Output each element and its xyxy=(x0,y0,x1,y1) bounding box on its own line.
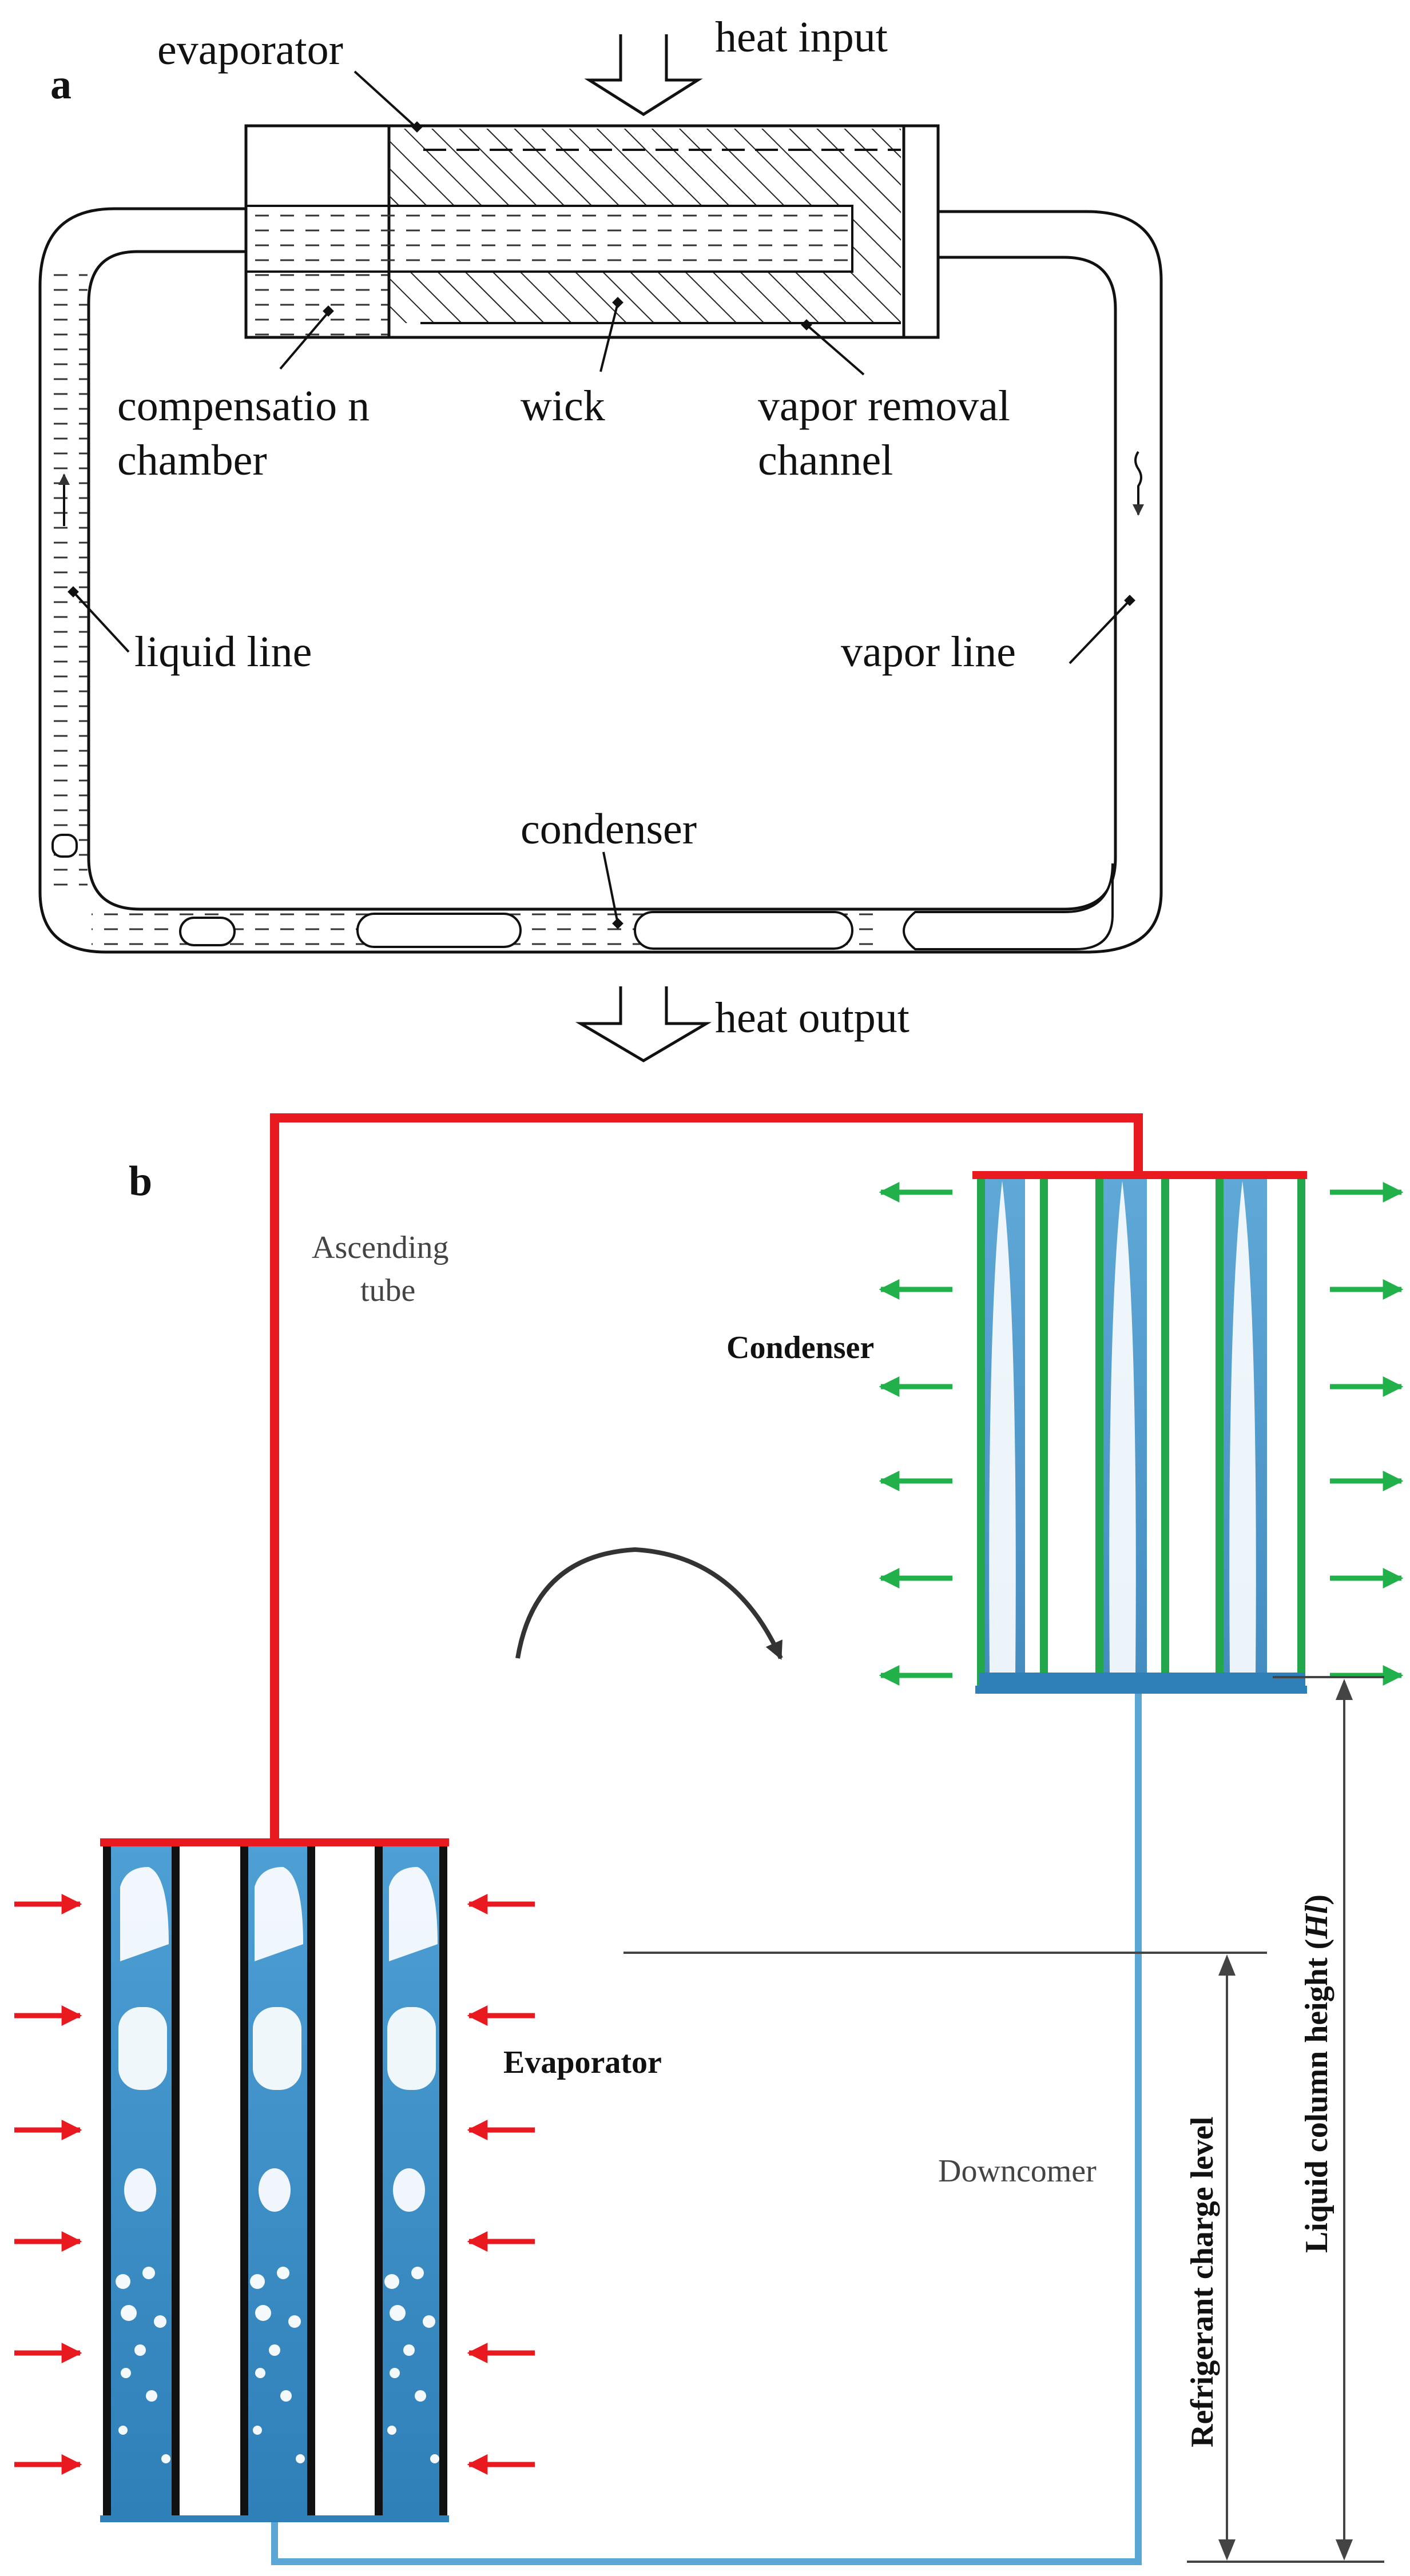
vapor-bubble-4 xyxy=(51,834,78,858)
leader-dot-vapor-line xyxy=(1124,595,1135,606)
liquid-column-symbol: Hl xyxy=(1299,1905,1334,1940)
downcomer-tube xyxy=(271,1693,1142,2565)
loop-inner-wall xyxy=(87,250,1117,911)
leader-evaporator xyxy=(354,70,419,130)
condenser-label: condenser xyxy=(521,805,697,853)
panel-b-letter: b xyxy=(129,1158,152,1205)
leader-vapor-line xyxy=(1069,599,1131,664)
evaporator-label-b: Evaporator xyxy=(503,2045,662,2080)
wick-label: wick xyxy=(521,382,605,430)
panel-a-letter: a xyxy=(50,61,72,108)
wick-right xyxy=(852,206,901,272)
leader-condenser xyxy=(602,851,619,924)
condenser-unit xyxy=(972,1171,1307,1694)
liquid-column-text: Liquid column height ( xyxy=(1299,1939,1334,2253)
heat-output-arrow xyxy=(575,986,712,1062)
leader-compensation xyxy=(279,310,330,370)
liquid-column-dimension xyxy=(1336,1679,1353,2561)
vapor-bubble-2 xyxy=(634,911,853,950)
vapor-line-label: vapor line xyxy=(841,628,1016,676)
vapor-removal-label-line1: vapor removal xyxy=(758,382,1010,430)
circulation-arrow xyxy=(515,1547,783,1660)
ascending-label-line2: tube xyxy=(360,1273,415,1308)
vapor-bubble-3 xyxy=(179,917,236,946)
evaporator-heat-arrows xyxy=(14,1894,535,2475)
refrigerant-charge-label: Refrigerant charge level xyxy=(1185,2117,1220,2447)
charge-level-dimension xyxy=(1218,1954,1236,2561)
leader-dot-wick xyxy=(612,297,623,308)
leader-dot-compensation xyxy=(323,305,334,317)
liquid-column-label: Liquid column height (Hl) xyxy=(1299,1894,1334,2253)
heat-output-label: heat output xyxy=(715,994,909,1042)
leader-liquid-line xyxy=(72,591,130,653)
liquid-line-label: liquid line xyxy=(134,628,312,676)
compensation-label-line1: compensatio n xyxy=(117,382,370,430)
vapor-bubble-1 xyxy=(356,913,522,948)
leader-dot-condenser xyxy=(612,918,623,929)
leader-dot-liquid-line xyxy=(67,586,79,598)
liquid-line-fill xyxy=(42,269,88,898)
wick-upper xyxy=(389,129,901,206)
evaporator-label: evaporator xyxy=(157,26,343,74)
ascending-label-line1: Ascending xyxy=(312,1230,449,1265)
leader-dot-vapor-channel xyxy=(801,319,812,331)
compensation-label-line2: chamber xyxy=(117,436,267,484)
panel-a: a heat input xyxy=(38,13,1163,1062)
vapor-removal-label-line2: channel xyxy=(758,436,893,484)
loop-outer-wall xyxy=(38,207,1163,954)
leader-wick xyxy=(599,302,619,372)
vapor-plug xyxy=(903,863,1114,950)
vapor-flow-arrow xyxy=(1133,451,1144,516)
panel-b: b Ascending tube xyxy=(14,1113,1404,2565)
downcomer-label: Downcomer xyxy=(938,2153,1097,2189)
leader-vapor-channel xyxy=(805,324,865,376)
ascending-tube xyxy=(270,1113,1143,1838)
heat-input-label: heat input xyxy=(715,13,888,61)
liquid-column-close: ) xyxy=(1299,1894,1334,1905)
heat-input-arrow xyxy=(584,34,703,116)
wick-lower xyxy=(389,272,901,323)
liquid-core xyxy=(245,205,853,273)
condenser-heat-arrows xyxy=(879,1182,1404,1686)
evaporator-unit xyxy=(100,1838,449,2522)
condenser-label-b: Condenser xyxy=(726,1330,874,1365)
